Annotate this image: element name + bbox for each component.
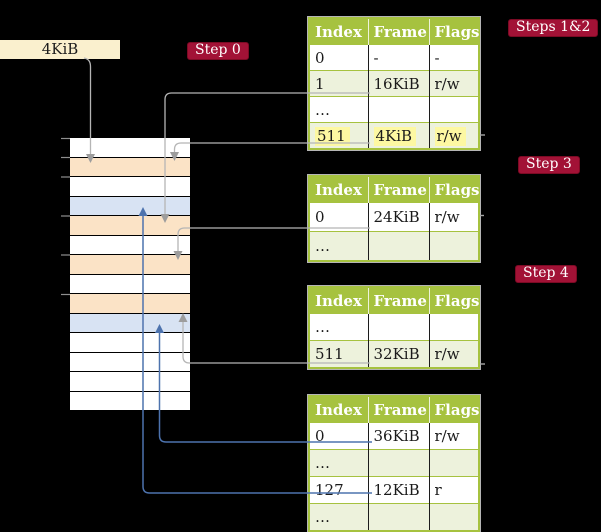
memory-row-9 (70, 294, 190, 314)
table-header-row: Index Frame Flags (309, 396, 480, 423)
table-header-row: Index Frame Flags (309, 287, 480, 314)
table-row: 0 24KiB r/w (309, 203, 479, 232)
table-row: … (309, 503, 479, 531)
memory-row-8 (70, 274, 190, 294)
header-cell-flags: Flags (428, 287, 480, 314)
step4-label: Step 4 (515, 265, 577, 283)
table-row-highlighted: 511 4KiB r/w (309, 122, 479, 149)
table-row: 0 - - (309, 45, 479, 71)
header-cell-index: Index (309, 396, 368, 423)
table-header-row: Index Frame Flags (309, 176, 480, 203)
header-cell-frame: Frame (367, 18, 429, 45)
table-header-row: Index Frame Flags (309, 18, 480, 45)
memory-row-4 (70, 196, 190, 216)
page-table-steps-1-2: Index Frame Flags 0 - - 1 16KiB r/w … 51… (307, 16, 481, 151)
header-cell-frame: Frame (367, 176, 429, 203)
page-table-step-3: Index Frame Flags 0 24KiB r/w … (307, 174, 481, 263)
table-side-stubs (480, 134, 485, 365)
table-row: … (309, 96, 479, 123)
table-row: 511 32KiB r/w (309, 340, 479, 368)
table-row: … (309, 314, 479, 341)
memory-row-1 (70, 138, 190, 158)
highlighted-value: r/w (434, 126, 466, 146)
memory-row-12 (70, 352, 190, 372)
memory-stack (70, 138, 190, 411)
page-table-base-register: 4KiB (0, 40, 120, 59)
table-row: 1 16KiB r/w (309, 70, 479, 97)
table-row: … (309, 449, 479, 477)
header-cell-index: Index (309, 287, 368, 314)
memory-row-14 (70, 391, 190, 411)
memory-tick-marks (61, 137, 70, 296)
header-cell-frame: Frame (367, 396, 429, 423)
memory-row-5 (70, 216, 190, 236)
header-cell-flags: Flags (428, 18, 480, 45)
memory-row-13 (70, 372, 190, 392)
page-table-step-4b: Index Frame Flags 0 36KiB r/w … 127 12Ki… (307, 394, 481, 532)
page-table-step-4a: Index Frame Flags … 511 32KiB r/w (307, 285, 481, 370)
table-row: … (309, 231, 479, 261)
header-cell-index: Index (309, 176, 368, 203)
table-row: 0 36KiB r/w (309, 423, 479, 450)
memory-row-6 (70, 235, 190, 255)
step3-label: Step 3 (518, 156, 580, 174)
header-cell-flags: Flags (428, 396, 480, 423)
steps-1-2-label: Steps 1&2 (508, 19, 599, 37)
memory-row-11 (70, 333, 190, 353)
header-cell-index: Index (309, 18, 368, 45)
memory-row-10 (70, 313, 190, 333)
memory-row-2 (70, 157, 190, 177)
header-cell-frame: Frame (367, 287, 429, 314)
step0-label: Step 0 (187, 42, 249, 60)
memory-row-3 (70, 177, 190, 197)
table-row: 127 12KiB r (309, 476, 479, 504)
memory-row-7 (70, 255, 190, 275)
header-cell-flags: Flags (428, 176, 480, 203)
highlighted-value: 4KiB (373, 126, 417, 146)
highlighted-value: 511 (315, 126, 350, 146)
